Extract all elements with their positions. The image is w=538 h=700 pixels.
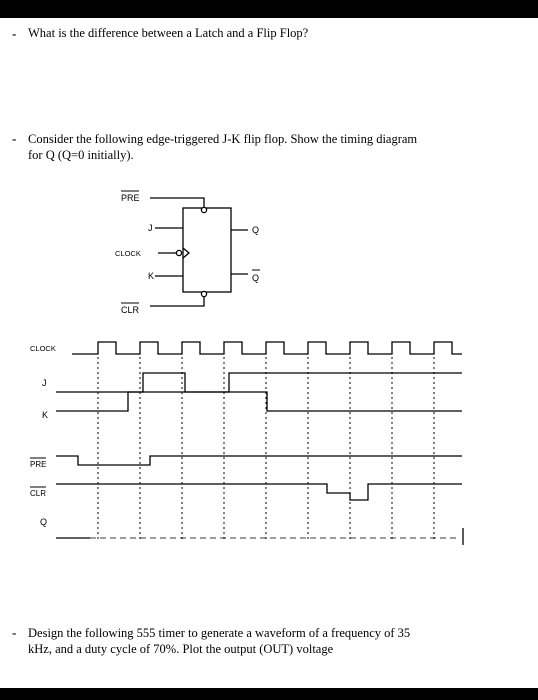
j-waveform [56,372,462,393]
question2-line2: for Q (Q=0 initially). [28,148,134,162]
clr-waveform [56,483,462,501]
timing-j-label: J [42,378,47,388]
flipflop-body [182,207,232,293]
clock-label: CLOCK [115,249,141,258]
jk-flipflop-diagram: PRE J CLOCK K CLR Q Q [115,190,260,315]
clock-edge-marker [182,247,191,259]
timing-clr-label: CLR [30,489,46,498]
question1-bullet: - [12,26,17,41]
q-output-label: Q [252,225,259,235]
question2-bullet: - [12,131,17,146]
clr-label: CLR [121,305,140,315]
question2-line1: Consider the following edge-triggered J-… [28,132,418,146]
qbar-output-label: Q [252,273,259,283]
pre-bubble [200,206,208,214]
pre-label: PRE [121,193,140,203]
clock-waveform [72,341,462,355]
bottom-black-bar [0,688,538,700]
j-label: J [148,223,153,233]
k-waveform [56,391,462,412]
clock-bubble [175,249,183,257]
timing-clock-label: CLOCK [30,344,56,353]
timing-k-label: K [42,410,48,420]
question3-line2: kHz, and a duty cycle of 70%. Plot the o… [28,642,334,656]
clr-bubble [200,290,208,298]
k-label: K [148,271,154,281]
timing-pre-label: PRE [30,460,46,469]
timing-diagram: CLOCK J K PRE CLR Q [30,341,464,545]
pre-line [150,197,205,208]
question1-text: What is the difference between a Latch a… [28,26,309,40]
timing-q-label: Q [40,517,47,527]
question3-line1: Design the following 555 timer to genera… [28,626,411,640]
question3-bullet: - [12,625,17,640]
pre-waveform [56,455,462,466]
top-black-bar [0,0,538,18]
